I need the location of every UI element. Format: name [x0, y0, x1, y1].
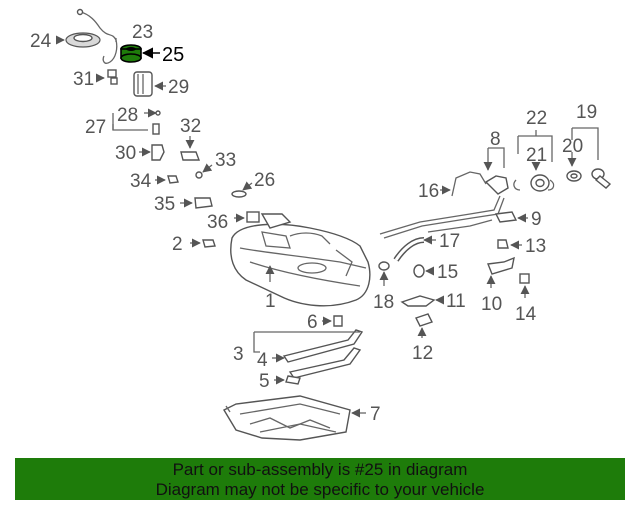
part-14-cap — [519, 273, 530, 284]
part-26-ring — [231, 190, 247, 198]
label-30[interactable]: 30 — [115, 143, 136, 164]
part-6-bolt — [333, 315, 343, 327]
label-2[interactable]: 2 — [172, 234, 183, 255]
label-20[interactable]: 20 — [562, 136, 583, 157]
label-7[interactable]: 7 — [370, 404, 381, 425]
part-20-gasket — [566, 170, 582, 182]
part-5-pad — [285, 375, 301, 385]
label-4[interactable]: 4 — [257, 350, 268, 371]
label-35[interactable]: 35 — [154, 194, 175, 215]
part-2-pad — [202, 239, 216, 248]
label-21[interactable]: 21 — [526, 145, 547, 166]
label-29[interactable]: 29 — [168, 77, 189, 98]
label-19[interactable]: 19 — [576, 102, 597, 123]
part-4-straps — [282, 329, 364, 379]
label-33[interactable]: 33 — [215, 150, 236, 171]
label-28[interactable]: 28 — [117, 105, 138, 126]
banner-line-1: Part or sub-assembly is #25 in diagram — [172, 460, 468, 479]
label-26[interactable]: 26 — [254, 170, 275, 191]
part-34-clamp — [167, 175, 179, 184]
label-17[interactable]: 17 — [439, 231, 460, 252]
label-11[interactable]: 11 — [446, 291, 466, 312]
label-6[interactable]: 6 — [307, 312, 318, 333]
label-10[interactable]: 10 — [481, 294, 502, 315]
label-34[interactable]: 34 — [130, 171, 152, 192]
part-10-bracket — [487, 256, 515, 275]
part-33-clip — [195, 171, 203, 179]
label-31[interactable]: 31 — [73, 69, 94, 90]
part-30-bracket — [151, 144, 165, 161]
part-32-plate — [180, 151, 201, 161]
label-12[interactable]: 12 — [412, 343, 433, 364]
info-banner: Part or sub-assembly is #25 in diagram D… — [15, 458, 625, 500]
part-35-bracket — [194, 197, 213, 209]
part-7-protector — [223, 395, 351, 441]
label-1[interactable]: 1 — [265, 291, 276, 312]
label-15[interactable]: 15 — [437, 262, 458, 283]
label-14[interactable]: 14 — [515, 304, 537, 325]
label-27[interactable]: 27 — [85, 117, 106, 138]
part-27-filter — [152, 123, 160, 135]
parts-diagram: 24 23 25 31 29 28 27 30 32 33 — [30, 8, 612, 441]
label-23[interactable]: 23 — [132, 22, 153, 43]
label-18[interactable]: 18 — [373, 292, 394, 313]
part-25-highlighted[interactable] — [120, 44, 142, 63]
part-11-bracket — [400, 295, 436, 307]
banner-line-2: Diagram may not be specific to your vehi… — [155, 480, 485, 499]
part-18-clamp — [378, 261, 390, 271]
part-21-seal — [530, 174, 550, 192]
part-22-clip-left — [513, 179, 521, 191]
label-22[interactable]: 22 — [526, 108, 547, 129]
label-25[interactable]: 25 — [162, 44, 184, 66]
part-1-fuel-tank — [230, 213, 371, 307]
part-29-pump — [133, 71, 153, 97]
label-9[interactable]: 9 — [531, 209, 542, 230]
label-8[interactable]: 8 — [490, 129, 501, 150]
label-5[interactable]: 5 — [259, 371, 270, 392]
label-24[interactable]: 24 — [30, 31, 52, 52]
label-32[interactable]: 32 — [180, 116, 201, 137]
label-36[interactable]: 36 — [207, 212, 228, 233]
part-15-grommet — [413, 264, 425, 278]
part-19-fuel-cap — [591, 168, 612, 189]
label-3[interactable]: 3 — [233, 344, 244, 365]
part-16-tube — [451, 171, 487, 197]
part-13-nut — [497, 239, 509, 249]
part-22-clip-right — [547, 179, 555, 191]
part-12-clip — [415, 313, 433, 327]
label-13[interactable]: 13 — [525, 236, 546, 257]
part-31-connector — [107, 69, 118, 85]
part-9-bracket — [494, 211, 518, 223]
part-36-block — [246, 211, 260, 223]
label-16[interactable]: 16 — [418, 181, 439, 202]
part-24-gasket — [65, 32, 101, 48]
part-filler-pipe — [379, 175, 509, 239]
